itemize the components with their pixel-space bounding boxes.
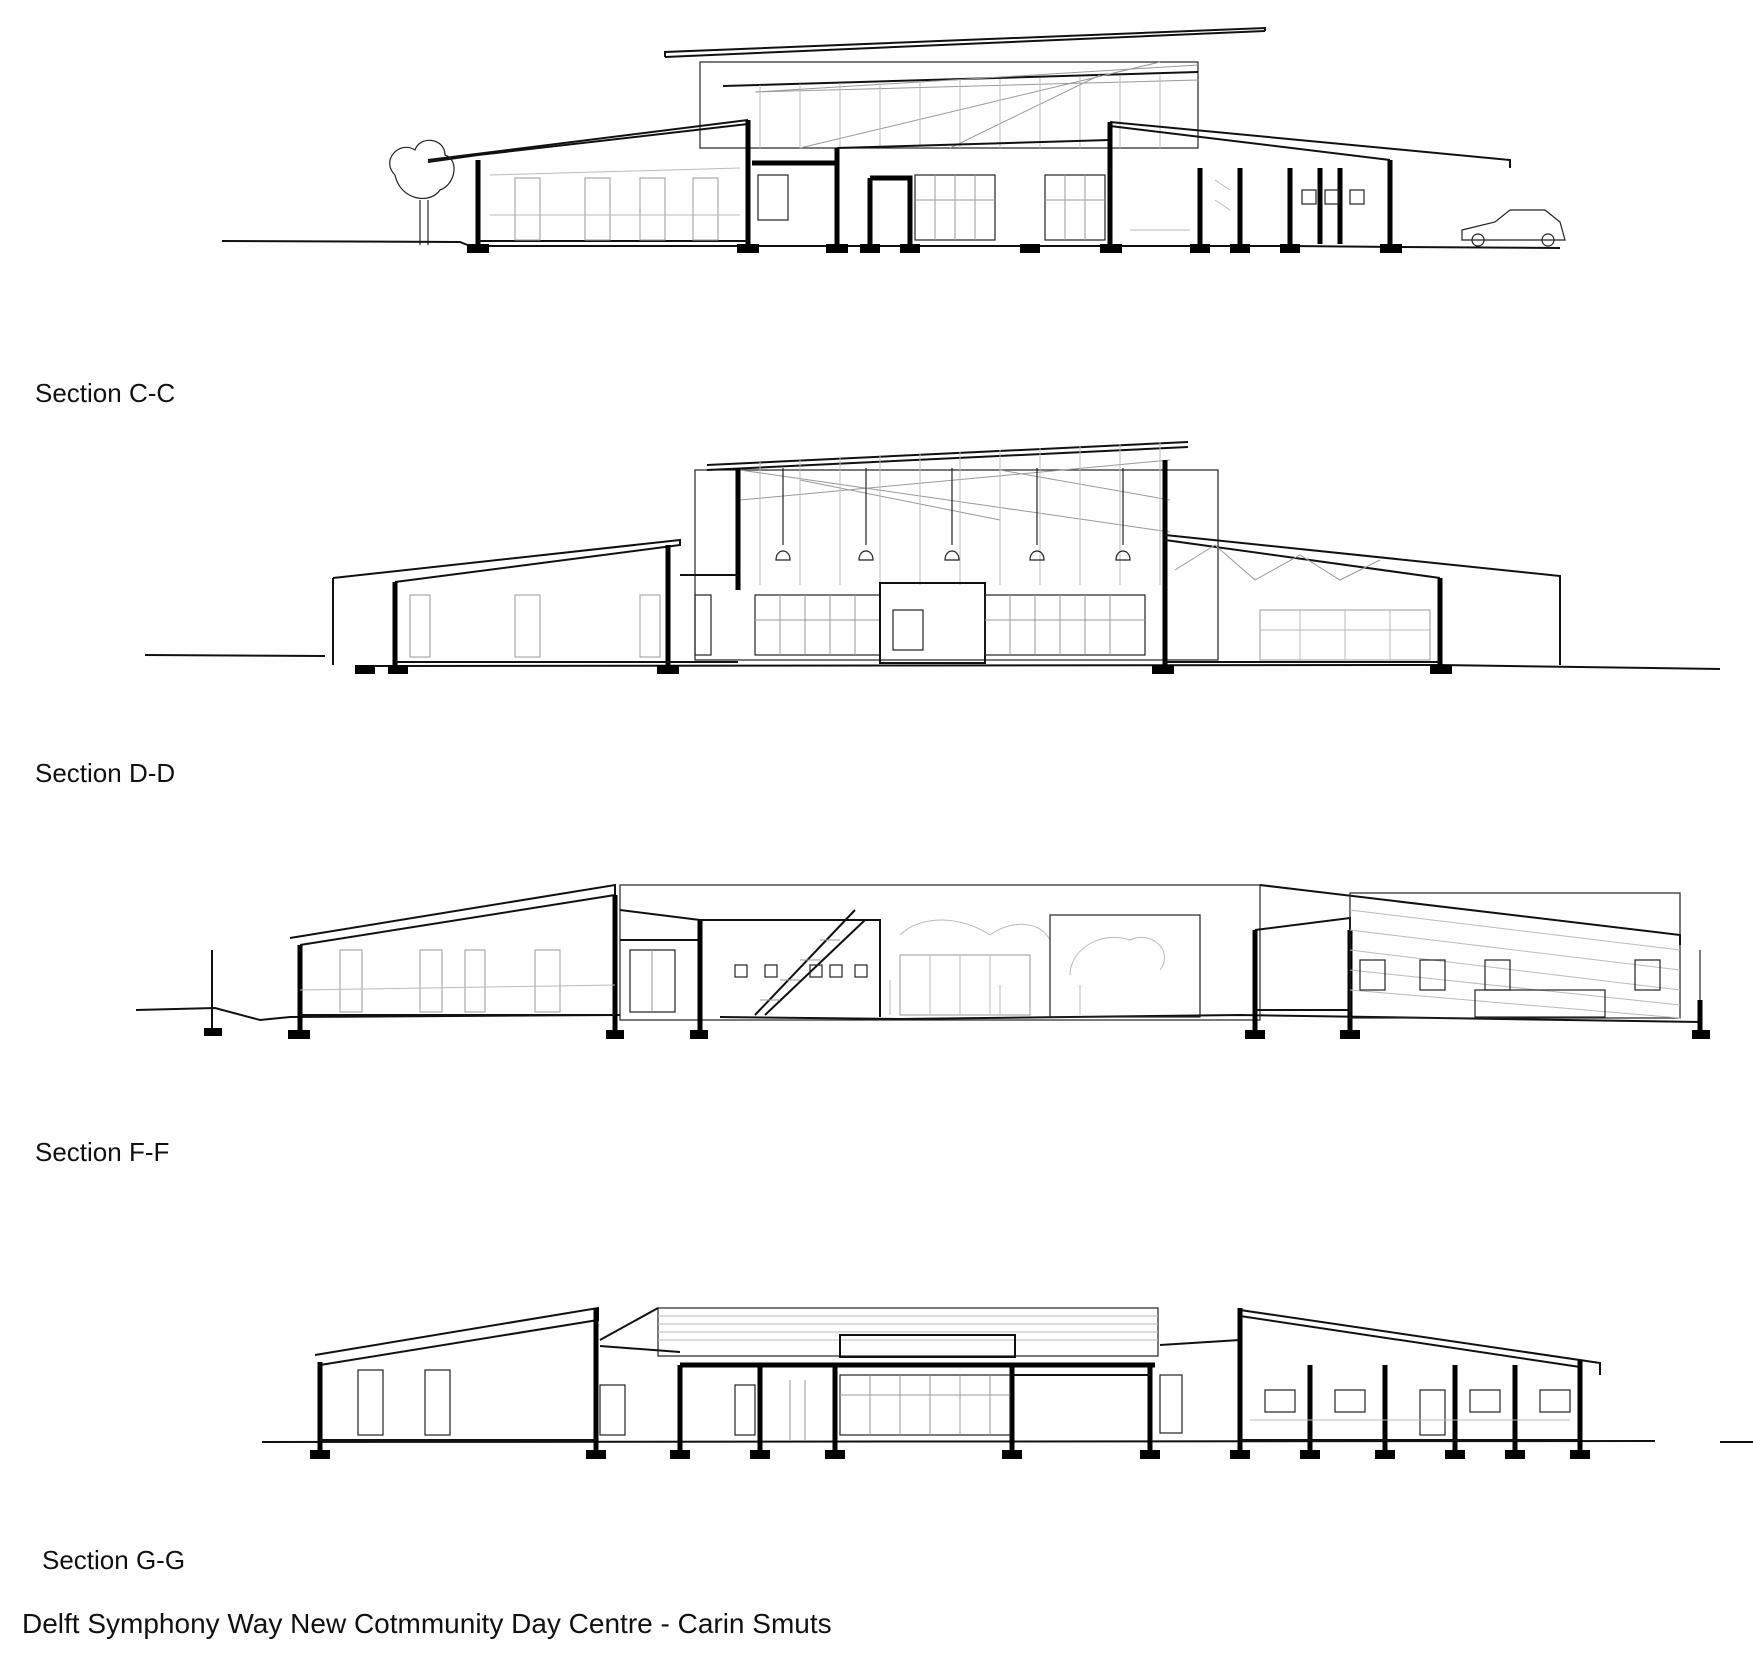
section-c-c-label: Section C-C (35, 378, 176, 408)
section-d-d-label: Section D-D (35, 758, 176, 788)
drawing-caption: Delft Symphony Way New Cotmmunity Day Ce… (22, 1608, 832, 1639)
section-f-f-drawing (135, 883, 1710, 1039)
section-f-f: Section F-F (35, 883, 1710, 1167)
section-g-g: Section G-G (42, 1306, 1753, 1575)
section-d-d-drawing (144, 441, 1721, 674)
section-c-c-drawing (221, 26, 1566, 253)
section-c-c: Section C-C (0, 0, 1753, 408)
section-g-g-label: Section G-G (42, 1545, 186, 1575)
section-g-g-drawing (261, 1306, 1753, 1459)
section-f-f-label: Section F-F (35, 1137, 170, 1167)
section-d-d: Section D-D (0, 0, 1753, 788)
